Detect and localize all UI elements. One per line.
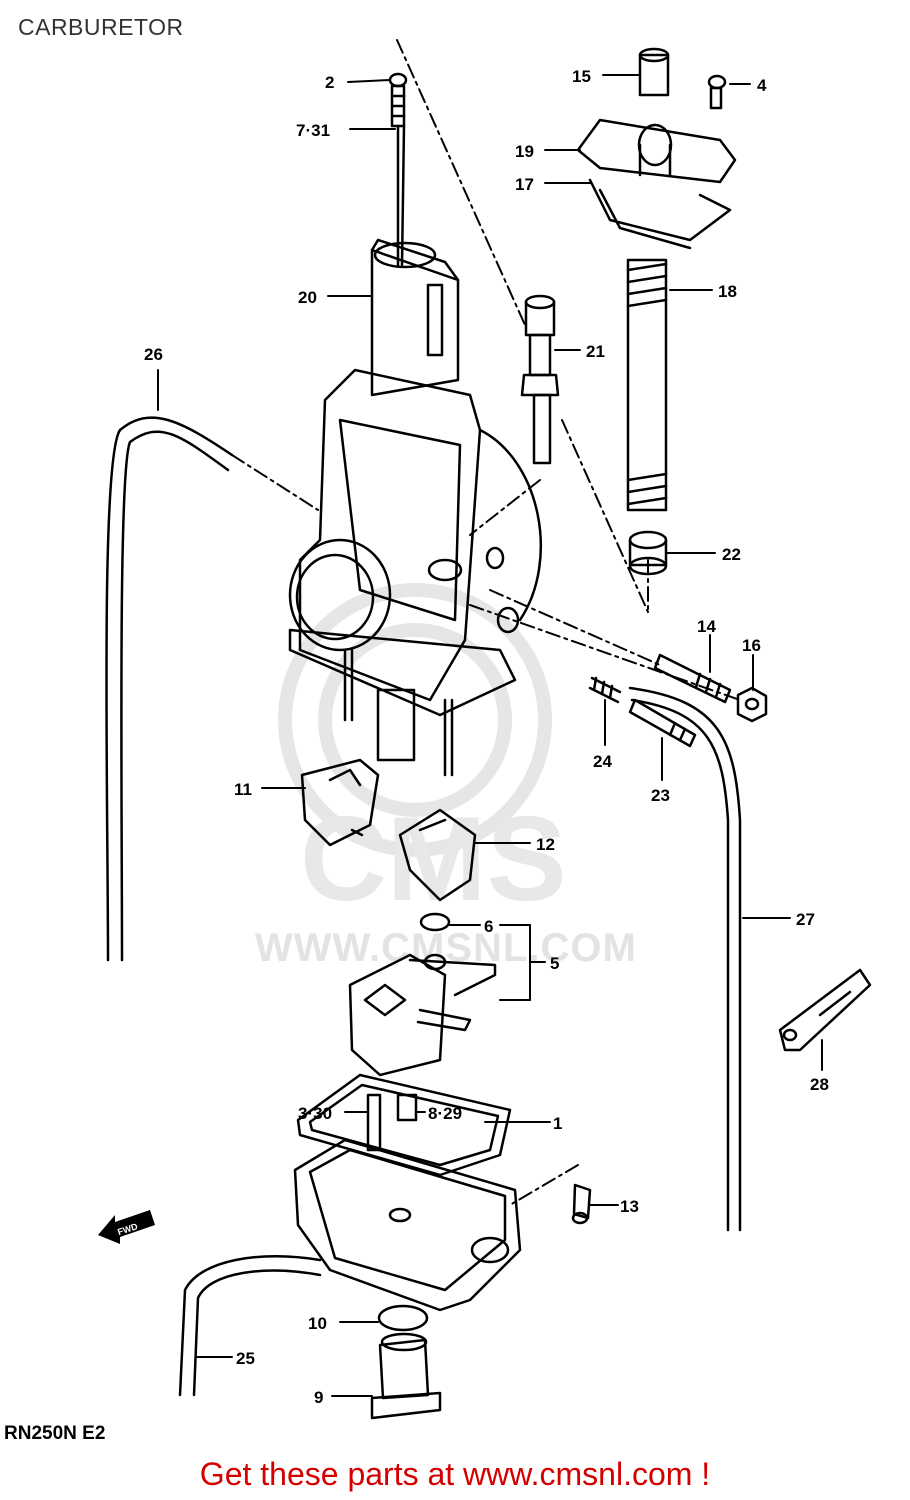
callout-12: 12 [536,835,555,854]
callout-10: 10 [308,1314,327,1333]
callout-8-29: 8·29 [428,1104,462,1123]
spring-part-18 [626,258,668,512]
callout-27: 27 [796,910,815,929]
callout-15: 15 [572,67,591,86]
o-ring-part-6 [419,912,451,932]
svg-text:CMS: CMS [300,792,567,926]
air-screw-part-14 [653,653,732,704]
float-bowl-gasket-part-1 [296,1073,512,1177]
nut-part-16 [736,686,768,723]
callout-14: 14 [697,617,716,636]
drain-plug-part-9 [370,1332,442,1420]
callout-1: 1 [553,1114,562,1133]
callout-21: 21 [586,342,605,361]
screw-part-2 [388,72,408,128]
assembly-guide-lines [231,39,741,1206]
callout-26: 26 [144,345,163,364]
callout-labels: 2 7·31 15 4 19 17 18 20 21 26 22 14 16 2… [144,67,829,1407]
callout-7-31: 7·31 [296,121,330,140]
callout-5: 5 [550,954,559,973]
float-assembly-part-5 [348,953,497,1077]
forward-direction-arrow: FWD [98,1210,155,1244]
o-ring-part-10 [377,1304,429,1332]
callout-24: 24 [593,752,612,771]
callout-23: 23 [651,786,670,805]
callout-22: 22 [722,545,741,564]
callout-3-30: 3·30 [298,1104,332,1123]
callout-25: 25 [236,1349,255,1368]
callout-leader-lines [157,74,823,1397]
float-part-12 [398,808,477,902]
callout-18: 18 [718,282,737,301]
callout-19: 19 [515,142,534,161]
main-jet-part-3 [366,1093,382,1152]
bracket-part-28 [778,968,872,1052]
gasket-part-17 [588,178,732,250]
float-bowl [293,1138,522,1312]
footer-link-text[interactable]: Get these parts at www.cmsnl.com ! [199,1456,711,1492]
model-code: RN250N E2 [4,1423,106,1444]
callout-4: 4 [757,76,767,95]
cap-part-15 [638,47,670,97]
float-part-11 [300,758,380,847]
callout-6: 6 [484,917,493,936]
callout-20: 20 [298,288,317,307]
top-cover-part-19 [576,118,737,184]
carburetor-body [288,368,542,777]
hose-part-25 [178,1255,322,1397]
page-title: CARBURETOR [18,14,184,40]
hose-part-27 [628,686,742,1232]
callout-13: 13 [620,1197,639,1216]
throttle-valve-part-20 [370,238,460,397]
throttle-stop-screw-part-23 [628,698,697,748]
plunger-part-21 [520,294,560,465]
pilot-jet-part-8 [396,1093,418,1122]
callout-16: 16 [742,636,761,655]
watermark-logo: CMS [278,583,567,926]
callout-2: 2 [325,73,334,92]
callout-11: 11 [234,780,252,799]
spring-part-24 [588,676,622,704]
callout-28: 28 [810,1075,829,1094]
screw-part-13 [571,1183,592,1225]
screw-part-4 [707,74,727,110]
callout-17: 17 [515,175,534,194]
hose-part-26 [105,416,234,962]
callout-9: 9 [314,1388,323,1407]
